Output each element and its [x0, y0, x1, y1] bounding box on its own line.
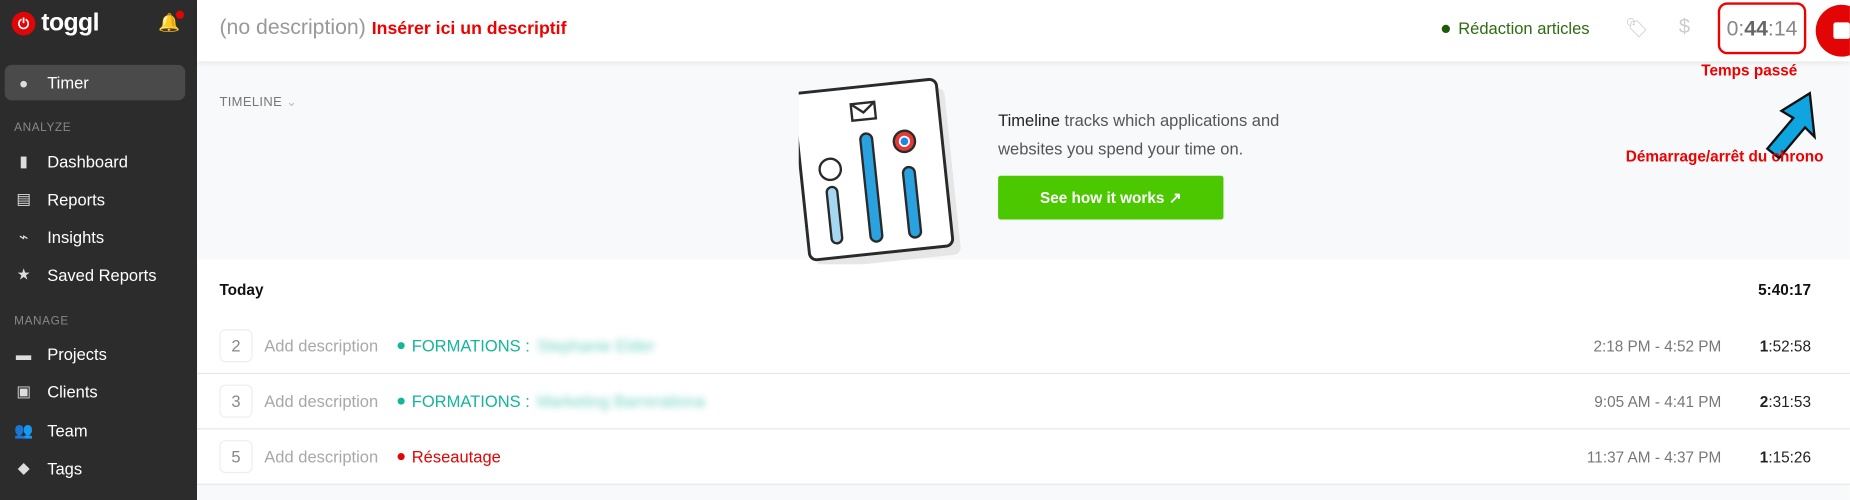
report-icon: ▤: [16, 189, 31, 208]
entry-count-button[interactable]: 3: [219, 384, 253, 418]
notification-dot: [175, 10, 184, 19]
timer-hours: 0:: [1726, 15, 1745, 40]
stop-icon: [1833, 22, 1850, 39]
folder-icon: ▬: [15, 345, 32, 363]
sidebar-item-label: Projects: [47, 344, 107, 364]
description-input[interactable]: (no description) Insérer ici un descript…: [219, 15, 566, 40]
project-dot: [397, 342, 405, 350]
sidebar-item-tags[interactable]: ◆ Tags: [5, 451, 186, 486]
time-entry-row[interactable]: 2 Add description FORMATIONS : Stephanie …: [197, 319, 1850, 374]
sidebar-item-label: Tags: [47, 458, 83, 478]
timer-display[interactable]: 0:44:14: [1717, 2, 1807, 55]
duration-hours: 1: [1759, 447, 1769, 466]
timer-seconds: :14: [1767, 15, 1798, 40]
stop-timer-button[interactable]: [1815, 4, 1850, 57]
day-total: 5:40:17: [1758, 280, 1811, 299]
entry-duration[interactable]: 1:52:58: [1760, 337, 1811, 355]
project-label: FORMATIONS :: [411, 391, 530, 411]
billable-dollar-icon[interactable]: $: [1678, 15, 1691, 38]
client-label: Stephanie Elder: [536, 336, 655, 356]
timeline-panel: TIMELINE ⌄ Timeline tracks which applica…: [197, 61, 1850, 265]
project-dot: [397, 397, 405, 405]
timeline-label: TIMELINE: [219, 95, 283, 110]
entry-duration[interactable]: 1:15:26: [1760, 448, 1811, 466]
sidebar-item-label: Team: [47, 421, 88, 441]
sidebar-item-label: Saved Reports: [47, 265, 157, 285]
project-label: Rédaction articles: [1458, 18, 1590, 38]
logo-text: toggl: [41, 9, 99, 37]
timeline-text: tracks which applications and websites y…: [998, 110, 1280, 159]
duration-rest: :31:53: [1768, 392, 1811, 410]
section-manage: MANAGE: [14, 315, 69, 328]
entry-description[interactable]: Add description: [264, 336, 379, 356]
see-how-it-works-button[interactable]: See how it works ↗: [998, 175, 1224, 220]
entry-count-button[interactable]: 5: [219, 440, 253, 474]
duration-hours: 2: [1759, 392, 1769, 410]
timeline-description: Timeline tracks which applications and w…: [998, 106, 1305, 163]
entry-time-range[interactable]: 9:05 AM - 4:41 PM: [1594, 392, 1722, 410]
duration-hours: 1: [1759, 336, 1769, 355]
sidebar-item-timer[interactable]: ● Timer: [4, 64, 186, 101]
project-selector[interactable]: Rédaction articles: [1441, 18, 1590, 38]
time-entry-row[interactable]: 3 Add description FORMATIONS : Marketing …: [197, 374, 1850, 430]
entry-project[interactable]: FORMATIONS : Marketing Barrerationa: [397, 391, 705, 411]
chevron-down-icon: ⌄: [286, 95, 298, 110]
sidebar-item-team[interactable]: 👥 Team: [5, 413, 186, 448]
project-label: Réseautage: [411, 447, 501, 467]
time-entry-row[interactable]: 5 Add description Réseautage 11:37 AM - …: [197, 429, 1850, 485]
day-label: Today: [219, 280, 264, 299]
sidebar-item-label: Clients: [47, 382, 98, 402]
annotation-description: Insérer ici un descriptif: [371, 18, 567, 39]
description-placeholder: (no description): [219, 15, 366, 39]
bell-icon[interactable]: 🔔: [158, 10, 184, 33]
duration-rest: :52:58: [1768, 336, 1811, 355]
entry-project[interactable]: FORMATIONS : Stephanie Elder: [397, 336, 655, 356]
toggl-logo[interactable]: ⏻ toggl: [11, 9, 99, 37]
bar-chart-icon: ▮: [19, 152, 28, 170]
sidebar-item-dashboard[interactable]: ▮ Dashboard: [5, 144, 186, 179]
section-analyze: ANALYZE: [14, 121, 72, 135]
timeline-strong: Timeline: [998, 110, 1060, 130]
project-dot: [1441, 24, 1450, 33]
sidebar-item-saved-reports[interactable]: ★ Saved Reports: [5, 257, 186, 292]
timer-minutes: 44: [1744, 15, 1768, 40]
entry-description[interactable]: Add description: [264, 447, 379, 467]
tag-icon: ◆: [17, 458, 30, 477]
pulse-icon: ⌁: [18, 227, 29, 246]
star-icon: ★: [16, 265, 31, 284]
sidebar-item-reports[interactable]: ▤ Reports: [5, 182, 186, 217]
list-footer: [197, 484, 1850, 500]
team-icon: 👥: [14, 421, 34, 439]
annotation-time-spent: Temps passé: [1701, 61, 1798, 80]
entry-duration[interactable]: 2:31:53: [1760, 392, 1811, 410]
timer-bar: (no description) Insérer ici un descript…: [197, 0, 1850, 62]
entry-count-button[interactable]: 2: [219, 329, 253, 363]
sidebar-item-label: Dashboard: [47, 152, 129, 172]
entry-project[interactable]: Réseautage: [397, 447, 501, 467]
clock-icon: ●: [18, 73, 29, 92]
project-dot: [397, 453, 405, 461]
entry-description[interactable]: Add description: [264, 391, 379, 411]
sidebar: ⏻ toggl 🔔 ● Timer ANALYZE ▮ Dashboard ▤ Rep…: [0, 0, 198, 500]
entry-time-range[interactable]: 11:37 AM - 4:37 PM: [1586, 447, 1722, 466]
arrow-annotation-icon: [1765, 91, 1817, 160]
timeline-illustration: [798, 77, 961, 265]
sidebar-item-projects[interactable]: ▬ Projects: [5, 336, 186, 371]
contact-icon: ▣: [16, 382, 31, 400]
power-icon: ⏻: [11, 11, 36, 36]
sidebar-item-clients[interactable]: ▣ Clients: [5, 374, 186, 409]
timeline-toggle[interactable]: TIMELINE ⌄: [219, 94, 298, 110]
sidebar-item-label: Insights: [47, 227, 105, 247]
entry-time-range[interactable]: 2:18 PM - 4:52 PM: [1593, 336, 1722, 355]
tag-icon[interactable]: 🏷: [1624, 18, 1649, 39]
client-label: Marketing Barrerationa: [536, 391, 705, 411]
duration-rest: :15:26: [1768, 447, 1811, 466]
sidebar-item-label: Timer: [47, 73, 89, 93]
annotation-start-stop: Démarrage/arrêt du chrono: [1625, 147, 1824, 166]
sidebar-item-label: Reports: [47, 189, 106, 209]
project-label: FORMATIONS :: [411, 336, 530, 356]
sidebar-item-insights[interactable]: ⌁ Insights: [5, 219, 186, 254]
